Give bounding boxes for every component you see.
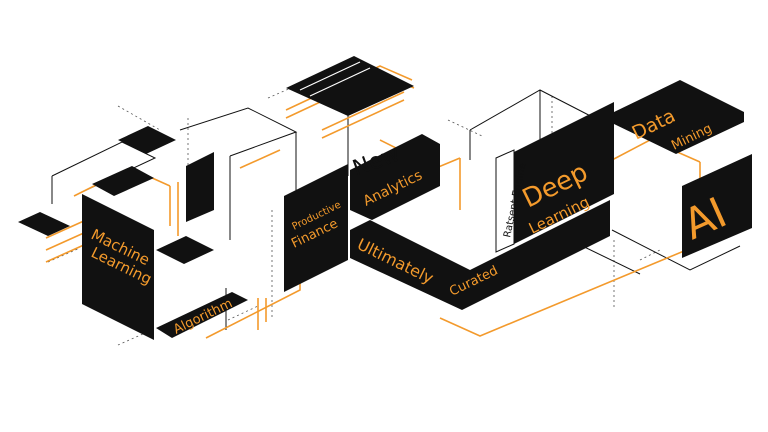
ratsent-panel — [495, 149, 515, 253]
stack-stripes — [299, 61, 371, 97]
black-blocks — [18, 56, 752, 340]
